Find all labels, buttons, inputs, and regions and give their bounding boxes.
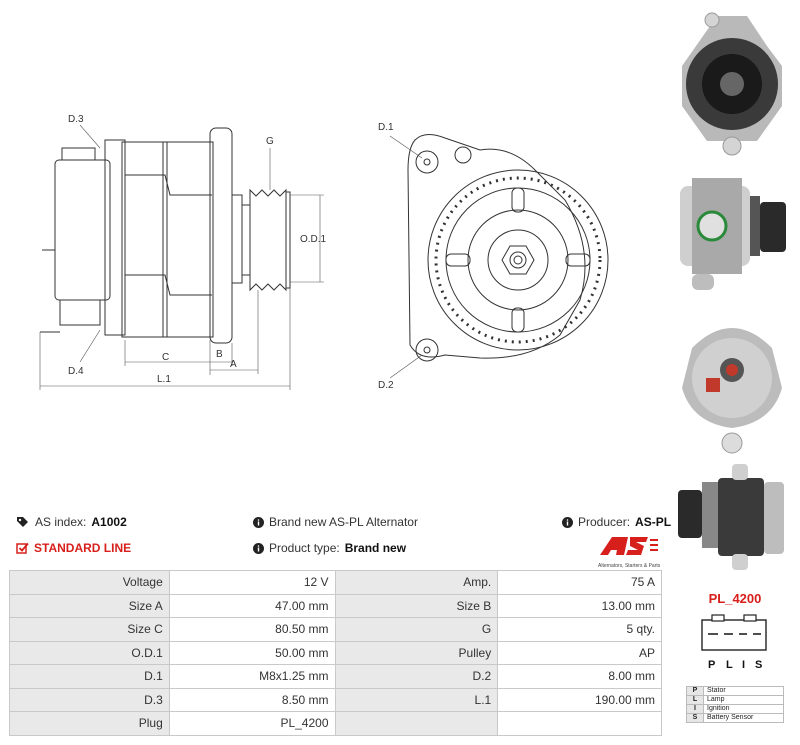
front-view-drawing: D.1 D.2: [378, 122, 609, 390]
producer-value: AS-PL: [635, 515, 672, 529]
spec-value: M8x1.25 mm: [168, 664, 336, 689]
spec-value: 13.00 mm: [497, 593, 662, 618]
spec-label: Voltage: [9, 570, 170, 595]
pin-s: S: [755, 659, 762, 671]
table-row: Plug PL_4200: [9, 711, 662, 736]
as-index-value: A1002: [91, 515, 127, 529]
legend-desc: Battery Sensor: [703, 713, 784, 723]
table-row: D.1 M8x1.25 mm D.2 8.00 mm: [9, 664, 662, 689]
pin-l: L: [726, 659, 733, 671]
label-b: B: [216, 349, 223, 360]
spec-value: 5 qty.: [497, 617, 662, 642]
table-row: D.3 8.50 mm L.1 190.00 mm: [9, 687, 662, 712]
spec-label: Pulley: [334, 640, 499, 665]
legend-row: P Stator: [686, 686, 784, 696]
standard-line-label: STANDARD LINE: [34, 541, 132, 555]
legend-key: I: [686, 704, 704, 714]
product-type-label: Product type:: [269, 541, 340, 555]
legend-row: S Battery Sensor: [686, 713, 784, 723]
producer-row: Producer: AS-PL: [562, 515, 671, 529]
photo-top: [678, 464, 784, 570]
pin-p: P: [708, 659, 715, 671]
spec-table: Voltage 12 V Amp. 75 A Size A 47.00 mm S…: [9, 570, 662, 736]
table-row: Size C 80.50 mm G 5 qty.: [9, 617, 662, 642]
spec-label: D.3: [9, 687, 170, 712]
spec-value: 50.00 mm: [168, 640, 336, 665]
product-type-value: Brand new: [344, 541, 407, 555]
legend-key: S: [686, 713, 704, 723]
label-c: C: [162, 352, 169, 363]
label-d3: D.3: [68, 114, 84, 125]
spec-label: Size C: [9, 617, 170, 642]
table-row: Voltage 12 V Amp. 75 A: [9, 570, 662, 595]
spec-value: 8.00 mm: [497, 664, 662, 689]
info-icon: [562, 516, 573, 528]
check-square-icon: [16, 542, 29, 554]
info-icon: [253, 542, 264, 554]
info-icon: [253, 516, 264, 528]
photo-side: [680, 178, 786, 290]
pin-i: I: [742, 659, 745, 671]
as-index-label: AS index:: [35, 515, 87, 529]
label-g: G: [266, 136, 274, 147]
label-od1: O.D.1: [300, 234, 327, 245]
spec-value: PL_4200: [168, 711, 336, 736]
spec-value: AP: [497, 640, 662, 665]
photo-rear: [682, 328, 782, 454]
description-text: Brand new AS-PL Alternator: [269, 515, 418, 529]
plug-title: PL_4200: [708, 591, 762, 606]
table-row: O.D.1 50.00 mm Pulley AP: [9, 640, 662, 665]
logo-tagline: Alternators, Starters & Parts: [598, 563, 661, 569]
plug-legend: P Stator L Lamp I Ignition S Battery Sen…: [686, 686, 784, 723]
plug-connector-diagram: P L I S: [701, 614, 767, 671]
legend-desc: Ignition: [703, 704, 784, 714]
product-type-row: Product type: Brand new: [253, 541, 406, 555]
spec-label: Size A: [9, 593, 170, 618]
legend-key: L: [686, 695, 704, 705]
side-view-drawing: D.3 D.4 G O.D.1 C B A L.1: [39, 114, 327, 390]
photo-front: [682, 12, 782, 156]
spec-value: 80.50 mm: [168, 617, 336, 642]
spec-label: O.D.1: [9, 640, 170, 665]
spec-value: 75 A: [497, 570, 662, 595]
as-logo-mark: [600, 537, 658, 555]
spec-label: D.2: [334, 664, 499, 689]
spec-label: Plug: [9, 711, 170, 736]
spec-label: Size B: [334, 593, 499, 618]
as-logo: Alternators, Starters & Parts: [598, 535, 660, 569]
label-a: A: [230, 359, 237, 370]
spec-value: 8.50 mm: [168, 687, 336, 712]
spec-label: D.1: [9, 664, 170, 689]
label-d4: D.4: [68, 366, 84, 377]
spec-label: L.1: [334, 687, 499, 712]
spec-value: 47.00 mm: [168, 593, 336, 618]
as-index-row: AS index: A1002: [16, 515, 127, 529]
spec-label: Amp.: [334, 570, 499, 595]
legend-desc: Stator: [703, 686, 784, 696]
spec-value: 12 V: [168, 570, 336, 595]
label-l1: L.1: [157, 374, 171, 385]
legend-row: I Ignition: [686, 704, 784, 714]
spec-label: G: [334, 617, 499, 642]
line-row: STANDARD LINE: [16, 541, 131, 555]
table-row: Size A 47.00 mm Size B 13.00 mm: [9, 593, 662, 618]
tag-icon: [17, 517, 28, 527]
spec-value: 190.00 mm: [497, 687, 662, 712]
spec-value: [497, 711, 662, 736]
spec-label: [334, 711, 499, 736]
legend-row: L Lamp: [686, 695, 784, 705]
label-d2: D.2: [378, 380, 394, 390]
description-row: Brand new AS-PL Alternator: [253, 515, 418, 529]
legend-desc: Lamp: [703, 695, 784, 705]
producer-label: Producer:: [578, 515, 631, 529]
label-d1: D.1: [378, 122, 394, 133]
legend-key: P: [686, 686, 704, 696]
